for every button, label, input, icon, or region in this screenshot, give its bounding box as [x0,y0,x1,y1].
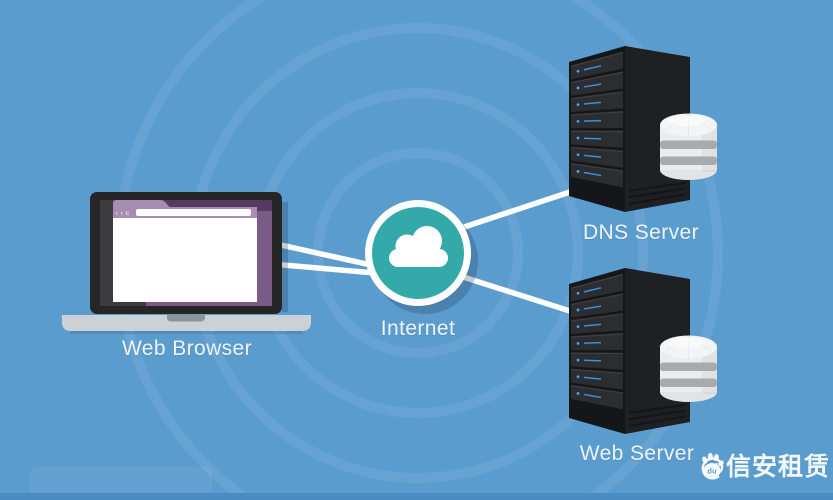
browser-tab [113,200,170,207]
dns-database-icon [659,113,718,181]
internet-label: Internet [380,317,456,340]
browser-address-bar [136,209,251,216]
browser-page [113,218,257,302]
dns-server-rack [569,46,690,212]
web-browser-laptop: ‹ › c [62,192,311,334]
paw-du-text: du [707,466,717,475]
bottom-edge-bar [0,493,833,500]
browser-titlebar [146,200,272,211]
internet-node [365,200,478,314]
laptop-base [62,315,311,331]
cloud-icon [389,226,448,267]
web-server-label: Web Server [579,442,695,465]
web-server-rack [569,268,690,434]
watermark: du @信安租赁 [700,452,830,482]
faint-highlight-patch [30,467,212,497]
web-database-icon [659,335,718,403]
browser-nav-icons: ‹ › c [116,210,130,217]
dns-server-label: DNS Server [582,221,700,244]
baidu-paw-icon: du [702,452,724,478]
web-browser-label: Web Browser [121,337,253,360]
watermark-text: @信安租赁 [699,452,830,481]
laptop-hinge-notch [167,315,205,322]
